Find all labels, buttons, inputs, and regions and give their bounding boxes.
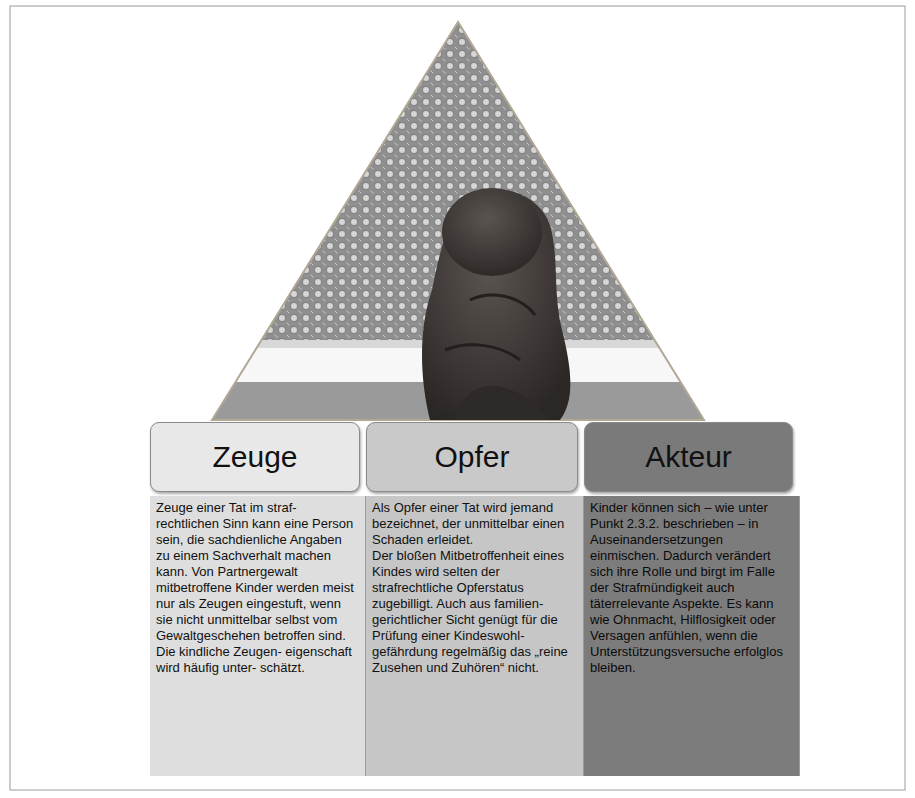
text-panel: Als Opfer einer Tat wird jemand bezeichn… [366, 496, 584, 776]
label-text: Opfer [434, 440, 509, 474]
body-text: Der bloßen Mitbetroffenheit eines Kindes… [372, 548, 577, 676]
body-text: Kinder können sich – wie unter Punkt 2.3… [590, 500, 793, 676]
category-label: Zeuge [150, 422, 360, 492]
stone-figure [422, 188, 570, 420]
category-label: Opfer [366, 422, 578, 492]
text-panel: Zeuge einer Tat im straf- rechtlichen Si… [150, 496, 366, 776]
body-text: Zeuge einer Tat im straf- rechtlichen Si… [156, 500, 359, 676]
label-text: Akteur [645, 440, 732, 474]
text-panel: Kinder können sich – wie unter Punkt 2.3… [584, 496, 800, 776]
body-text: Als Opfer einer Tat wird jemand bezeichn… [372, 500, 577, 548]
frame [10, 6, 905, 790]
pyramid-outline [212, 22, 704, 420]
label-text: Zeuge [212, 440, 297, 474]
pyramid [200, 15, 720, 422]
category-label: Akteur [584, 422, 793, 492]
